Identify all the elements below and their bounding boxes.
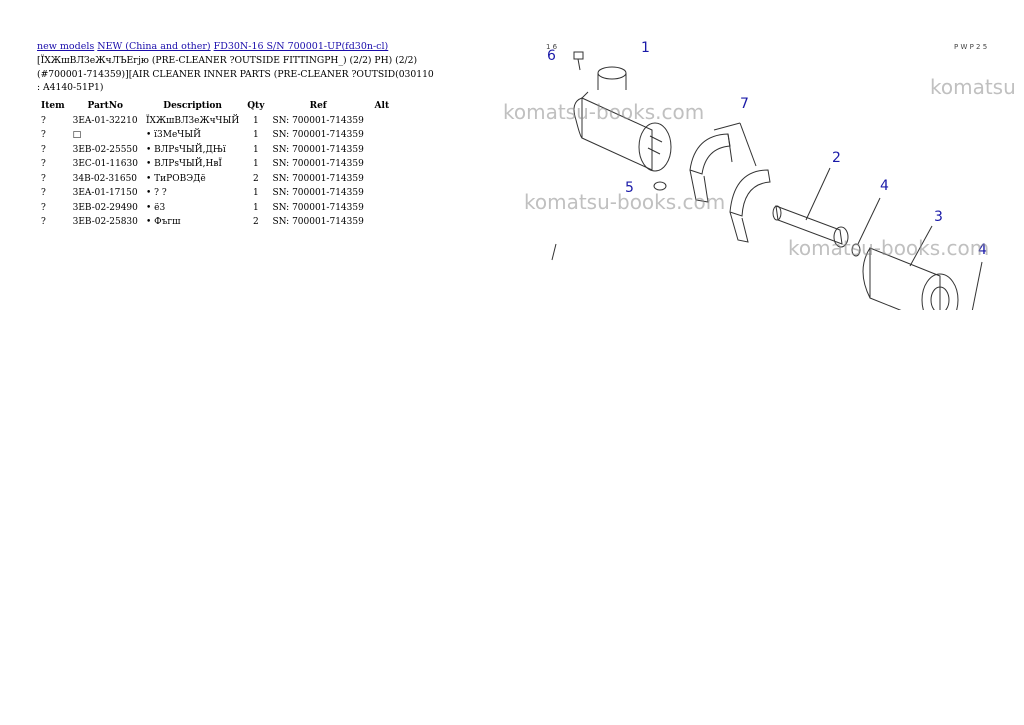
cell-alt bbox=[368, 157, 396, 172]
cell-description: • ВЛРѕЧЫЙ,НвЇ bbox=[145, 159, 222, 170]
cell-qty: 1 bbox=[252, 159, 259, 170]
cell-qty: 1 bbox=[252, 188, 259, 199]
col-header-partno: PartNo bbox=[87, 100, 124, 111]
cell-qty: 1 bbox=[252, 144, 259, 155]
cell-partno: 3EB-02-25550 bbox=[72, 144, 138, 155]
cell-item: ? bbox=[41, 173, 46, 184]
cell-item: ? bbox=[41, 130, 46, 141]
cell-qty: 2 bbox=[252, 217, 259, 228]
cell-qty: 1 bbox=[252, 130, 259, 141]
breadcrumb-link-new-china[interactable]: NEW (China and other) bbox=[97, 41, 211, 52]
page-title: [ЇХЖшВЛЗеЖчЛЪЕгјю (PRE-CLEANER ?OUTSIDE … bbox=[37, 55, 434, 93]
cell-alt bbox=[368, 201, 396, 216]
nut-part-drawing bbox=[653, 181, 667, 191]
cell-description: • ё3 bbox=[145, 202, 166, 213]
col-header-alt: Alt bbox=[374, 100, 390, 111]
cell-alt bbox=[368, 114, 396, 129]
watermark: komatsu bbox=[930, 75, 1016, 99]
diagram-tag: 1 6 bbox=[546, 43, 558, 51]
watermark: komatsu-books.com bbox=[503, 100, 705, 124]
cell-description: • ї3МеЧЫЙ bbox=[145, 130, 201, 141]
col-header-ref: Ref bbox=[309, 100, 327, 111]
exploded-parts-diagram: P W P 2 5 1 6 1 6 7 5 2 4 3 4 bbox=[500, 30, 1024, 310]
cell-ref: SN: 700001-714359 bbox=[272, 144, 364, 155]
cell-ref: SN: 700001-714359 bbox=[272, 173, 364, 184]
cell-description: • ? ? bbox=[145, 188, 167, 199]
table-row: ? □ • ї3МеЧЫЙ 1 SN: 700001-714359 bbox=[37, 128, 396, 143]
cell-item: ? bbox=[41, 188, 46, 199]
cell-description: • ТиРОВЭДё bbox=[145, 173, 206, 184]
cell-partno: 3EA-01-32210 bbox=[72, 115, 138, 126]
cell-qty: 1 bbox=[252, 115, 259, 126]
bolt-part-drawing bbox=[573, 51, 584, 71]
diagram-svg bbox=[551, 51, 983, 310]
parts-table: Item PartNo Description Qty Ref Alt ? 3EA… bbox=[37, 98, 396, 230]
cell-ref: SN: 700001-714359 bbox=[272, 217, 364, 228]
cell-ref: SN: 700001-714359 bbox=[272, 202, 364, 213]
diagram-code: P W P 2 5 bbox=[954, 43, 988, 51]
col-header-item: Item bbox=[41, 100, 65, 111]
cell-ref: SN: 700001-714359 bbox=[272, 159, 364, 170]
table-row: ? 34B-02-31650 • ТиРОВЭДё 2 SN: 700001-71435… bbox=[37, 172, 396, 187]
watermark: komatsu-books.com bbox=[524, 190, 726, 214]
cell-description: • Фъгш bbox=[145, 217, 181, 228]
cell-ref: SN: 700001-714359 bbox=[272, 188, 364, 199]
cell-qty: 2 bbox=[252, 173, 259, 184]
bracket-part-drawing bbox=[689, 122, 771, 243]
cell-qty: 1 bbox=[252, 202, 259, 213]
cell-partno: □ bbox=[72, 130, 82, 141]
breadcrumb-link-new-models[interactable]: new models bbox=[37, 41, 95, 52]
callout-4b[interactable]: 4 bbox=[978, 242, 987, 258]
cell-item: ? bbox=[41, 202, 46, 213]
cell-description: ЇХЖшВЛЗеЖчЧЫЙ bbox=[145, 115, 240, 126]
cell-item: ? bbox=[41, 217, 46, 228]
cover-part-drawing bbox=[862, 225, 959, 310]
table-header-row: Item PartNo Description Qty Ref Alt bbox=[37, 98, 396, 114]
col-header-description: Description bbox=[163, 100, 222, 111]
cell-item: ? bbox=[41, 115, 46, 126]
callout-6[interactable]: 6 bbox=[547, 48, 556, 64]
clamp-part-drawing bbox=[971, 261, 983, 310]
table-row: ? 3EA-01-17150 • ? ? 1 SN: 700001-714359 bbox=[37, 186, 396, 201]
callout-3[interactable]: 3 bbox=[934, 209, 943, 225]
cell-partno: 3EC-01-11630 bbox=[72, 159, 138, 170]
cell-ref: SN: 700001-714359 bbox=[272, 115, 364, 126]
table-row: ? 3EB-02-29490 • ё3 1 SN: 700001-714359 bbox=[37, 201, 396, 216]
col-header-qty: Qty bbox=[247, 100, 265, 111]
cell-alt bbox=[368, 128, 396, 143]
table-row: ? 3EB-02-25830 • Фъгш 2 SN: 700001-714359 bbox=[37, 215, 396, 230]
housing-part-drawing bbox=[573, 66, 672, 172]
cell-partno: 34B-02-31650 bbox=[72, 173, 138, 184]
callout-5[interactable]: 5 bbox=[625, 180, 634, 196]
cell-ref: SN: 700001-714359 bbox=[272, 130, 364, 141]
table-row: ? 3EC-01-11630 • ВЛРѕЧЫЙ,НвЇ 1 SN: 700001-71… bbox=[37, 157, 396, 172]
ring-part-drawing bbox=[851, 197, 881, 257]
cell-alt bbox=[368, 215, 396, 230]
cell-alt bbox=[368, 186, 396, 201]
cell-partno: 3EA-01-17150 bbox=[72, 188, 138, 199]
callout-4a[interactable]: 4 bbox=[880, 178, 889, 194]
watermark: komatsu-books.com bbox=[788, 236, 990, 260]
cell-item: ? bbox=[41, 159, 46, 170]
cell-alt bbox=[368, 143, 396, 158]
callout-1[interactable]: 1 bbox=[641, 40, 650, 56]
table-row: ? 3EA-01-32210 ЇХЖшВЛЗеЖчЧЫЙ 1 SN: 700001-71… bbox=[37, 114, 396, 129]
cell-alt bbox=[368, 172, 396, 187]
table-row: ? 3EB-02-25550 • ВЛРѕЧЫЙ,ДЊї 1 SN: 700001-71… bbox=[37, 143, 396, 158]
breadcrumb-link-model[interactable]: FD30N-16 S/N 700001-UP(fd30n-cl) bbox=[213, 41, 389, 52]
cell-item: ? bbox=[41, 144, 46, 155]
cell-partno: 3EB-02-25830 bbox=[72, 217, 138, 228]
inner-element-drawing bbox=[772, 167, 849, 248]
callout-7[interactable]: 7 bbox=[740, 96, 749, 112]
cell-partno: 3EB-02-29490 bbox=[72, 202, 138, 213]
cell-description: • ВЛРѕЧЫЙ,ДЊї bbox=[145, 144, 226, 155]
callout-2[interactable]: 2 bbox=[832, 150, 841, 166]
